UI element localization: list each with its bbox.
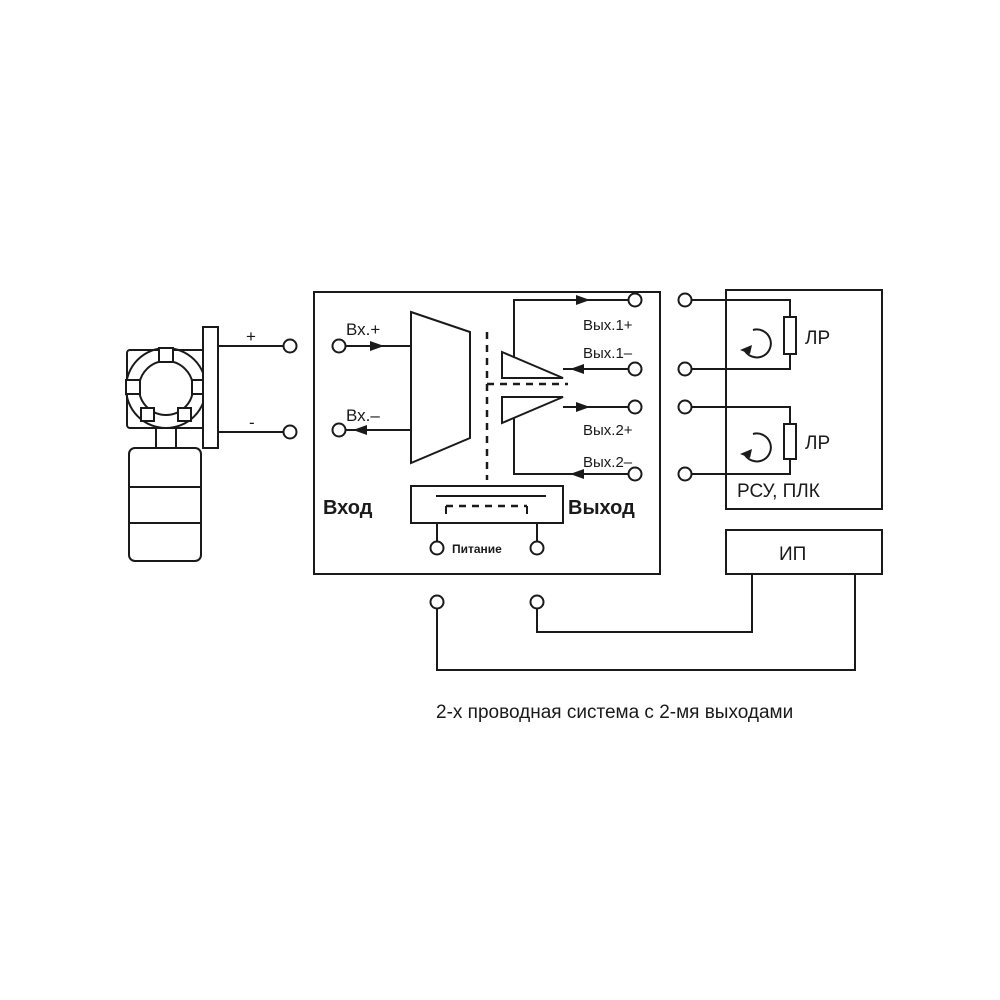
output-1-wiring — [513, 292, 643, 377]
sensor-minus-terminal — [282, 424, 298, 440]
diagram-caption: 2-х проводная система с 2-мя выходами — [436, 702, 793, 723]
load-resistor-1 — [783, 316, 797, 355]
dcs-plc-box — [725, 289, 883, 510]
output-1-plus-label: Вых.1+ — [583, 317, 633, 334]
power-supply-box — [725, 529, 883, 575]
isolator-module — [313, 291, 661, 575]
input-amplifier — [410, 310, 471, 465]
sensor-plus-label: + — [246, 327, 256, 346]
load-loop-2 — [677, 399, 797, 482]
input-plus-line — [331, 338, 411, 354]
input-section-label: Вход — [323, 497, 373, 519]
sensor-plus-terminal — [282, 338, 298, 354]
output-amplifier-1 — [501, 350, 564, 379]
input-minus-label: Вх.– — [346, 406, 380, 425]
input-minus-line — [331, 422, 411, 438]
load-1-label: ЛР — [805, 328, 830, 349]
output-2-plus-label: Вых.2+ — [583, 422, 633, 439]
dcs-plc-label: РСУ, ПЛК — [737, 481, 820, 502]
load-resistor-2 — [783, 423, 797, 460]
load-2-label: ЛР — [805, 433, 830, 454]
power-supply-label: ИП — [779, 544, 806, 565]
output-1-minus-label: Вых.1– — [583, 345, 633, 362]
power-converter — [410, 485, 564, 556]
output-2-wiring — [513, 399, 643, 482]
output-section-label: Выход — [568, 497, 635, 519]
input-plus-label: Вх.+ — [346, 320, 380, 339]
supply-wiring — [429, 574, 856, 671]
power-label: Питание — [452, 542, 502, 556]
sensor-minus-label: - — [249, 413, 255, 432]
transmitter-sensor — [125, 326, 219, 562]
load-loop-1 — [677, 292, 797, 377]
output-amplifier-2 — [501, 396, 564, 425]
output-2-minus-label: Вых.2– — [583, 454, 633, 471]
